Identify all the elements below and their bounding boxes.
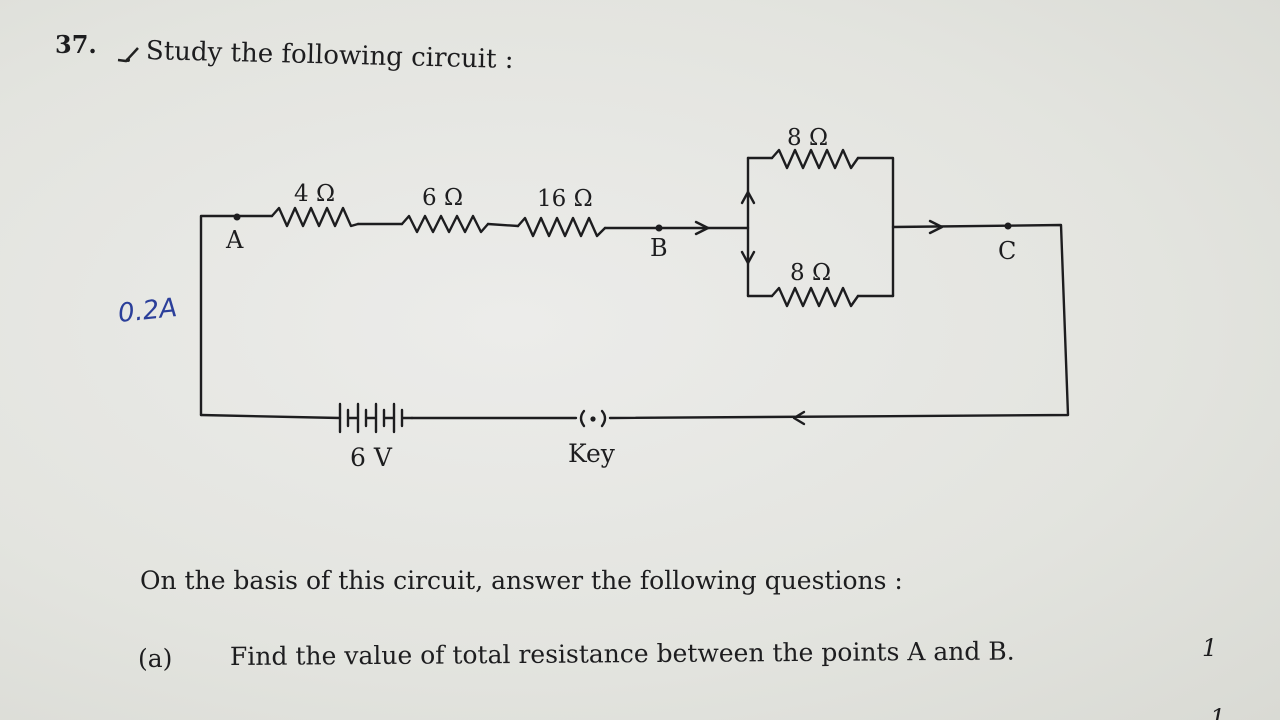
- resistor-8ohm-top-label: 8 Ω: [787, 125, 828, 151]
- current-arrow-bottom: [792, 410, 806, 426]
- pen-tick-mark: [117, 47, 139, 63]
- current-arrow-b: [694, 220, 710, 236]
- resistor-6ohm: [400, 214, 490, 234]
- resistor-4ohm: [270, 206, 360, 228]
- next-part-marks: 1: [1210, 704, 1226, 720]
- node-b-label: B: [650, 234, 668, 262]
- current-arrow-c: [928, 219, 944, 235]
- part-a-question: Find the value of total resistance betwe…: [229, 636, 1015, 671]
- resistor-4ohm-label: 4 Ω: [294, 181, 335, 207]
- question-number: 37.: [55, 30, 97, 59]
- key-label: Key: [568, 439, 616, 468]
- part-a-marks: 1: [1202, 634, 1218, 662]
- battery-cells: [338, 402, 414, 434]
- key-right-arc: [600, 409, 607, 428]
- node-c-label: C: [998, 237, 1016, 265]
- wire-left: [199, 214, 274, 417]
- resistor-16ohm-label: 16 Ω: [537, 186, 593, 212]
- node-b-dot: [655, 224, 663, 232]
- resistor-8ohm-bottom: [770, 286, 860, 308]
- resistor-8ohm-bottom-label: 8 Ω: [790, 260, 831, 286]
- key-dot: [590, 416, 596, 422]
- node-c-dot: [1004, 222, 1012, 230]
- resistor-16ohm: [516, 216, 607, 238]
- node-a-label: A: [225, 226, 244, 254]
- node-a-dot: [233, 213, 241, 221]
- wire-right: [608, 223, 1070, 420]
- instruction-text: On the basis of this circuit, answer the…: [140, 566, 903, 595]
- handwritten-current-annotation: 0.2A: [116, 292, 179, 330]
- current-arrow-down: [740, 250, 756, 265]
- part-a-label: (a): [138, 644, 173, 673]
- current-arrow-up: [740, 190, 756, 205]
- resistor-8ohm-top: [770, 148, 860, 170]
- resistor-6ohm-label: 6 Ω: [422, 185, 463, 211]
- key-left-arc: [579, 409, 586, 428]
- battery-label: 6 V: [350, 443, 393, 472]
